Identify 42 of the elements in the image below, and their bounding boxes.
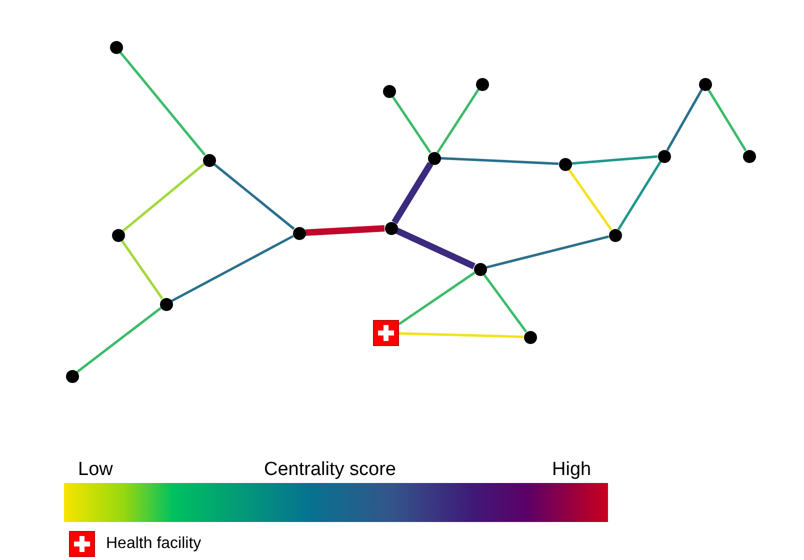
network-node <box>742 150 756 162</box>
network-node <box>382 84 396 98</box>
network-node <box>428 152 440 164</box>
network-link <box>568 168 612 230</box>
network-node <box>474 262 486 276</box>
network-node <box>698 78 712 90</box>
network-link <box>119 51 206 156</box>
network-node <box>558 158 572 170</box>
network-link <box>398 272 476 326</box>
network-link <box>571 155 658 165</box>
network-node <box>524 330 536 344</box>
network-link <box>396 228 476 270</box>
network-link <box>213 163 295 230</box>
network-node <box>608 228 622 242</box>
colorbar-label: Centrality score <box>264 459 396 481</box>
network-link <box>482 274 528 332</box>
network-link <box>707 88 747 152</box>
network-link <box>122 163 205 232</box>
network-link <box>436 88 480 154</box>
network-link <box>440 157 559 165</box>
network-link <box>486 235 609 269</box>
network-node <box>384 222 398 234</box>
colorbar-label: High <box>552 459 592 481</box>
legend-text: Health facility <box>106 535 202 553</box>
network-node <box>476 78 488 90</box>
colorbar-label: Low <box>78 459 113 481</box>
network-node <box>66 370 78 382</box>
network-link <box>305 225 385 236</box>
network-node <box>110 40 122 54</box>
network-node <box>658 150 670 162</box>
network-link <box>120 240 164 300</box>
network-link <box>398 332 524 338</box>
network-link <box>392 162 434 224</box>
network-link <box>666 89 703 151</box>
network-link <box>76 306 162 374</box>
network-node <box>202 154 216 166</box>
network-node <box>112 228 124 242</box>
network-node <box>160 298 172 310</box>
network-link <box>392 96 432 154</box>
network-node <box>292 226 306 240</box>
network-link <box>617 160 662 230</box>
network-link <box>171 234 294 302</box>
